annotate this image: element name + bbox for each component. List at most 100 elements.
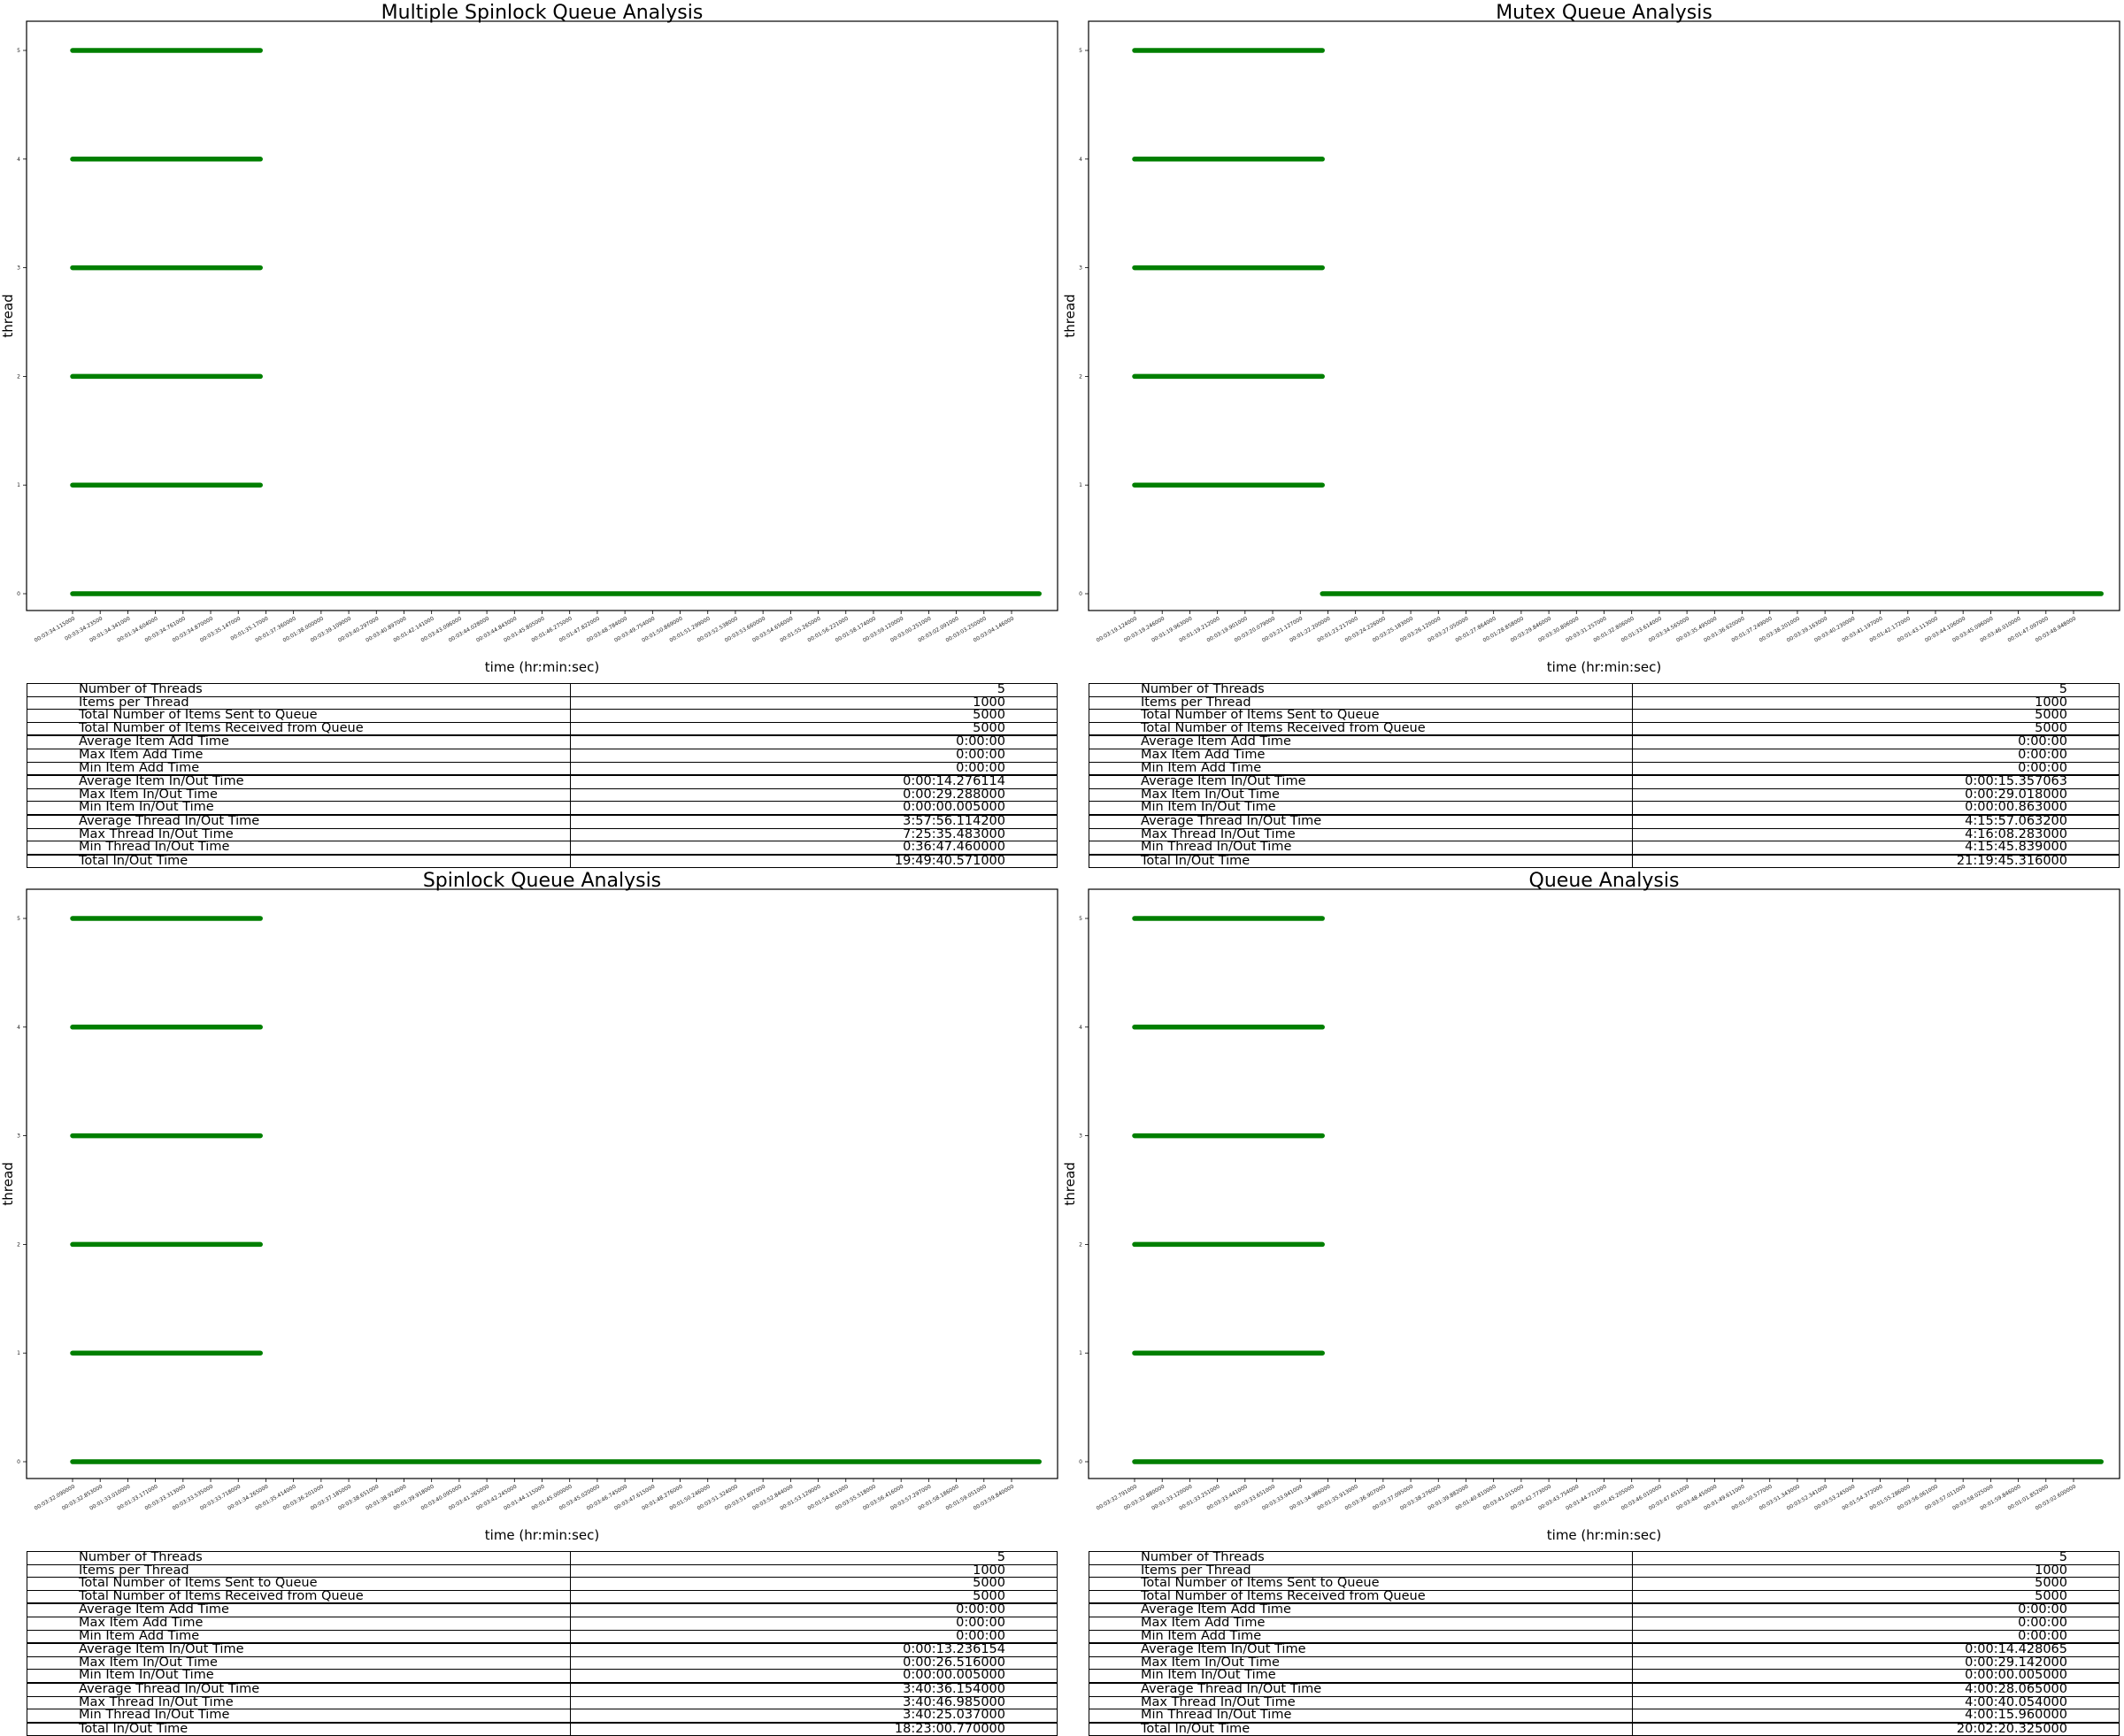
stat-label: Min Thread In/Out Time: [27, 1709, 571, 1724]
stat-label: Total Number of Items Sent to Queue: [1089, 1577, 1633, 1591]
plot-frame: [1088, 20, 2120, 611]
stat-value: 4:15:45.839000: [1632, 841, 2120, 856]
stat-value: 0:00:00: [570, 1602, 1058, 1617]
chart-title: Queue Analysis: [1529, 870, 1680, 892]
stat-value: 4:00:28.065000: [1632, 1682, 2120, 1697]
y-tick-label: 0: [1079, 1459, 1082, 1465]
stat-label: Min Thread In/Out Time: [27, 841, 571, 856]
stat-value: 0:00:15.357063: [1632, 774, 2120, 789]
y-tick-label: 1: [17, 482, 20, 488]
stat-label: Min Item Add Time: [1089, 1629, 1633, 1645]
stat-value: 19:49:40.571000: [570, 854, 1058, 869]
stat-value: 4:00:15.960000: [1632, 1709, 2120, 1724]
stat-label: Min Item Add Time: [1089, 761, 1633, 777]
stat-label: Max Item Add Time: [27, 749, 571, 763]
stat-label: Max Item Add Time: [27, 1617, 571, 1631]
chart-queue: Queue Analysis01234500:03:32.79100000:03…: [1062, 870, 2120, 1543]
stat-label: Average Item In/Out Time: [1089, 1642, 1633, 1657]
stat-label: Min Item Add Time: [27, 1629, 571, 1645]
stat-value: 0:00:14.276114: [570, 774, 1058, 789]
stat-label: Max Item Add Time: [1089, 1617, 1633, 1631]
stat-label: Average Item In/Out Time: [1089, 774, 1633, 789]
stat-label: Average Thread In/Out Time: [1089, 814, 1633, 829]
stat-label: Total In/Out Time: [27, 854, 571, 869]
stat-value: 0:00:00.005000: [570, 1669, 1058, 1684]
y-tick-label: 4: [1079, 157, 1082, 163]
stat-label: Total Number of Items Received from Queu…: [27, 1589, 571, 1605]
stat-label: Average Thread In/Out Time: [1089, 1682, 1633, 1697]
y-tick-label: 0: [17, 1459, 20, 1465]
stats-row: Total Number of Items Received from Queu…: [27, 1589, 1058, 1605]
stat-label: Items per Thread: [1089, 1564, 1633, 1579]
stat-value: 0:00:14.428065: [1632, 1642, 2120, 1657]
y-tick-label: 3: [1079, 265, 1082, 272]
y-tick-label: 5: [1079, 48, 1082, 54]
stat-value: 5000: [1632, 721, 2120, 737]
chart-spinlock: Spinlock Queue Analysis01234500:03:32.09…: [0, 870, 1058, 1543]
x-axis-label: time (hr:min:sec): [485, 659, 599, 675]
stat-label: Max Item Add Time: [1089, 749, 1633, 763]
stat-value: 0:00:00: [570, 749, 1058, 763]
stat-value: 0:00:00: [570, 734, 1058, 749]
stat-label: Average Item Add Time: [1089, 1602, 1633, 1617]
stat-value: 0:36:47.460000: [570, 841, 1058, 856]
stat-value: 0:00:00.005000: [570, 801, 1058, 816]
y-tick-label: 1: [17, 1350, 20, 1356]
stat-value: 0:00:00.005000: [1632, 1669, 2120, 1684]
stat-value: 0:00:00: [1632, 1602, 2120, 1617]
stat-value: 0:00:00: [570, 1629, 1058, 1645]
y-tick-label: 2: [1079, 373, 1082, 380]
stat-label: Min Item Add Time: [27, 761, 571, 777]
stat-label: Total Number of Items Received from Queu…: [27, 721, 571, 737]
stat-value: 0:00:00: [1632, 734, 2120, 749]
stat-label: Average Item In/Out Time: [27, 774, 571, 789]
stat-label: Min Thread In/Out Time: [1089, 841, 1633, 856]
x-axis-label: time (hr:min:sec): [485, 1527, 599, 1543]
stat-value: 0:00:00: [1632, 761, 2120, 777]
stat-value: 21:19:45.316000: [1632, 854, 2120, 869]
y-axis-label: thread: [0, 294, 16, 337]
stat-value: 5000: [1632, 1589, 2120, 1605]
y-tick-label: 2: [17, 373, 20, 380]
plot-frame: [1088, 888, 2120, 1479]
stat-label: Min Item In/Out Time: [27, 1669, 571, 1684]
stat-label: Max Item In/Out Time: [27, 788, 571, 803]
y-tick-label: 5: [1079, 916, 1082, 922]
stat-value: 18:23:00.770000: [570, 1722, 1058, 1736]
y-tick-label: 4: [17, 1025, 20, 1031]
stat-value: 20:02:20.325000: [1632, 1722, 2120, 1736]
stat-value: 3:57:56.114200: [570, 814, 1058, 829]
stat-value: 5: [1632, 1551, 2120, 1565]
x-axis-label: time (hr:min:sec): [1547, 1527, 1661, 1543]
stat-label: Total In/Out Time: [1089, 1722, 1633, 1736]
chart-title: Mutex Queue Analysis: [1496, 2, 1712, 24]
